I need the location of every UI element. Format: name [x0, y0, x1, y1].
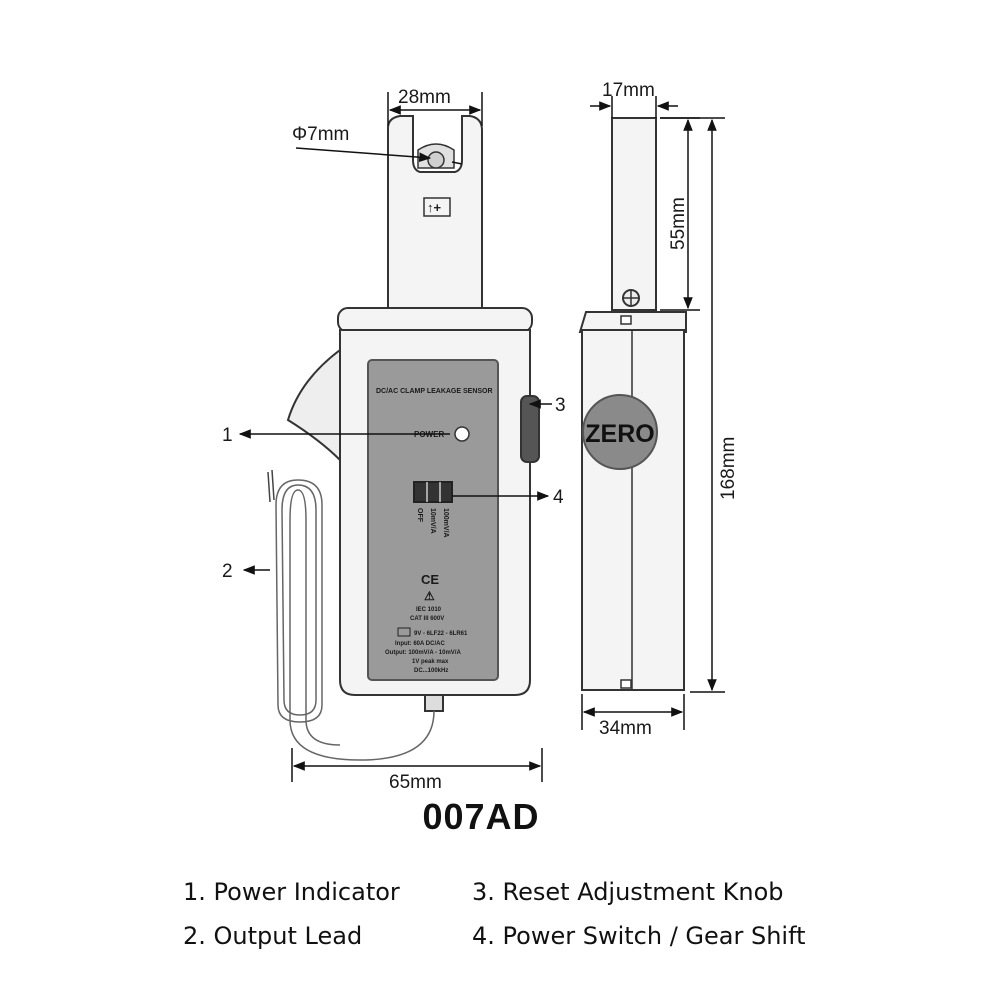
output-connector: [424, 694, 444, 712]
warning-mark: ⚠: [424, 589, 435, 603]
zero-knob: [582, 394, 658, 470]
dim-total-length: 168mm: [718, 437, 739, 500]
panel-title: DC/AC CLAMP LEAKAGE SENSOR: [376, 388, 493, 395]
callout-1: 1: [222, 425, 233, 446]
switch-label-10mv: 10mV/A: [429, 508, 436, 534]
dim-body-depth: 34mm: [599, 718, 652, 739]
power-indicator-led: [454, 426, 470, 442]
switch-label-100mv: 100mV/A: [442, 508, 449, 538]
dimension-labels: 28mm Φ7mm 17mm 55mm 168mm 34mm 65mm: [292, 80, 739, 793]
dim-jaw-hole: Φ7mm: [292, 124, 349, 145]
jaw-lever: [286, 347, 341, 463]
battery-icon: [397, 627, 411, 637]
output-lead: [267, 469, 435, 761]
legend-item-4: 4. Power Switch / Gear Shift: [472, 922, 806, 950]
front-view: [286, 115, 540, 712]
switch-label-off: OFF: [416, 508, 423, 523]
clamp-jaw: [387, 115, 483, 311]
dim-jaw-length: 55mm: [668, 197, 689, 250]
side-view: [578, 117, 687, 691]
standard-text: IEC 1010: [416, 607, 442, 613]
ce-mark: CE: [421, 572, 439, 587]
zero-label: ZERO: [585, 420, 654, 448]
callout-4: 4: [553, 487, 564, 508]
side-top-rim: [578, 311, 687, 333]
jaw-arrow-mark: ↑+: [427, 200, 442, 215]
legend-item-1: 1. Power Indicator: [183, 878, 400, 906]
side-body: [581, 329, 685, 691]
freq-text: DC...100kHz: [414, 668, 448, 674]
dimension-lines: [291, 92, 725, 782]
callout-numbers: 1 2 3 4: [222, 395, 566, 582]
body-top-rim: [337, 307, 533, 333]
reset-knob: [520, 395, 540, 463]
battery-text: 9V - 6LF22 - 6LR61: [414, 631, 468, 637]
peak-text: 1V peak max: [412, 659, 449, 665]
power-switch: [413, 481, 453, 503]
dim-jaw-width: 28mm: [398, 87, 451, 108]
category-text: CAT III 600V: [410, 616, 444, 622]
callouts: [238, 399, 552, 575]
callout-3: 3: [555, 395, 566, 416]
legend-item-2: 2. Output Lead: [183, 922, 363, 950]
output-text: Output: 100mV/A - 10mV/A: [385, 650, 461, 656]
side-jaw: [611, 117, 657, 311]
model-name: 007AD: [422, 796, 539, 837]
input-text: Input: 60A DC/AC: [395, 641, 445, 647]
legend-item-3: 3. Reset Adjustment Knob: [472, 878, 784, 906]
dim-body-width: 65mm: [389, 772, 442, 793]
dim-side-thickness: 17mm: [602, 80, 655, 101]
callout-2: 2: [222, 561, 233, 582]
